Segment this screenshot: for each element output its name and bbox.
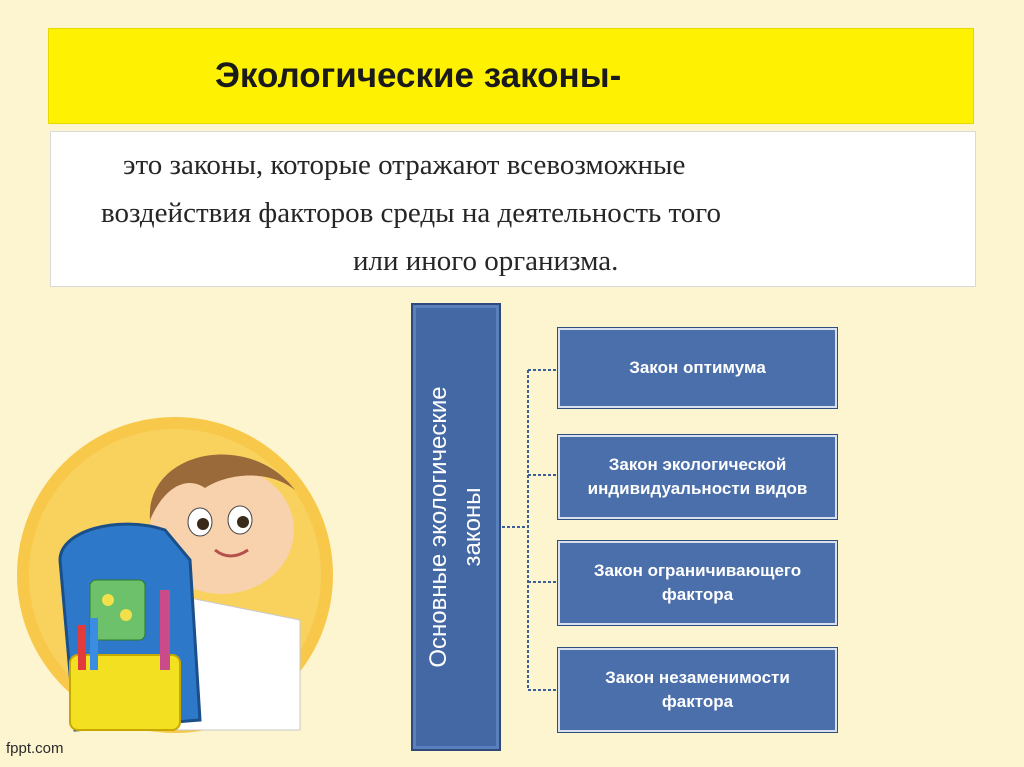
slide-title: Экологические законы- <box>215 56 622 95</box>
definition-line-2: воздействия факторов среды на деятельнос… <box>101 197 721 229</box>
law-box-individuality: Закон экологической индивидуальности вид… <box>557 434 838 520</box>
definition-box: это законы, которые отражают всевозможны… <box>50 131 976 287</box>
law-box-limiting-factor: Закон ограничивающего фактора <box>557 540 838 626</box>
main-laws-label-line-2: законы <box>459 487 486 567</box>
definition-line-1: это законы, которые отражают всевозможны… <box>123 149 686 181</box>
law-4-line-1: Закон незаменимости <box>605 668 790 687</box>
definition-line-3: или иного организма. <box>353 245 619 277</box>
law-2-line-1: Закон экологической <box>608 455 787 474</box>
main-laws-label: Основные экологические законы <box>422 386 490 667</box>
law-box-optimum: Закон оптимума <box>557 327 838 409</box>
footer-credit: fppt.com <box>6 740 64 757</box>
law-1-line-1: Закон оптимума <box>629 358 766 377</box>
law-4-line-2: фактора <box>661 692 734 711</box>
law-3-line-1: Закон ограничивающего <box>593 561 802 580</box>
schoolboy-backpack-illustration <box>17 417 333 733</box>
title-banner: Экологические законы- <box>48 28 974 124</box>
main-laws-label-line-1: Основные экологические <box>425 386 452 668</box>
law-box-irreplaceability: Закон незаменимости фактора <box>557 647 838 733</box>
bracket-connectors <box>502 369 558 691</box>
law-2-line-2: индивидуальности видов <box>587 479 808 498</box>
main-laws-box: Основные экологические законы <box>411 303 501 751</box>
law-3-line-2: фактора <box>661 585 734 604</box>
